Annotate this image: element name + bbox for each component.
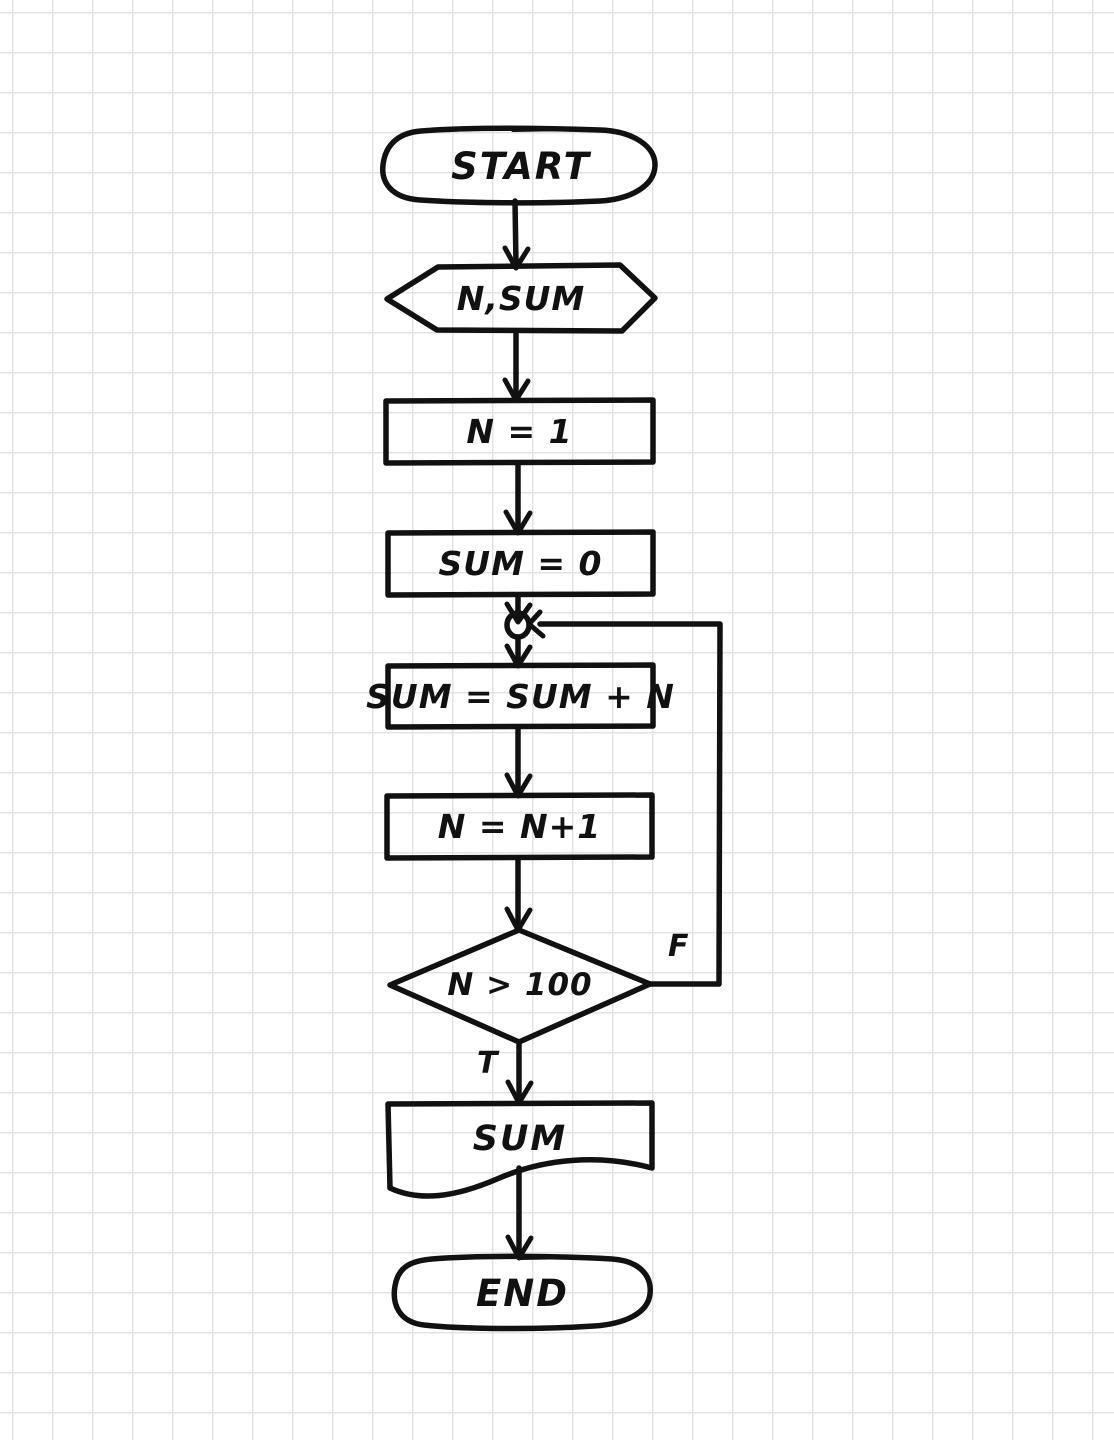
branch-false-label: F: [668, 929, 689, 964]
process-initn-shape: [383, 397, 656, 466]
input-hexagon-label: N,SUM: [456, 278, 586, 318]
process-initsum-shape: [385, 529, 656, 598]
start-terminator-tick: [511, 127, 572, 132]
edge-false-loop-path: [537, 621, 723, 987]
edge-start-to-input-line: [512, 198, 519, 267]
end-terminator-tick: [518, 1255, 580, 1260]
edge-initsum-to-junction-arrow: [504, 601, 533, 625]
process-addsum-label: SUM = SUM + N: [366, 676, 675, 716]
input-hexagon-shape: [384, 262, 658, 334]
process-initn-label: N = 1: [466, 412, 573, 451]
decision-diamond-label: N > 100: [447, 967, 593, 1003]
branch-true-label: T: [477, 1046, 498, 1081]
edge-loop-into-junction-arrow: [526, 609, 546, 639]
process-incrn-label: N = N+1: [437, 807, 602, 846]
end-terminator-label: END: [476, 1271, 569, 1315]
process-incrn-shape: [384, 792, 655, 861]
output-document-label: SUM: [472, 1119, 568, 1159]
process-addsum-shape: [385, 662, 656, 730]
process-initsum-label: SUM = 0: [438, 544, 603, 583]
start-terminator-label: START: [451, 144, 591, 188]
output-document-shape: [385, 1100, 655, 1199]
